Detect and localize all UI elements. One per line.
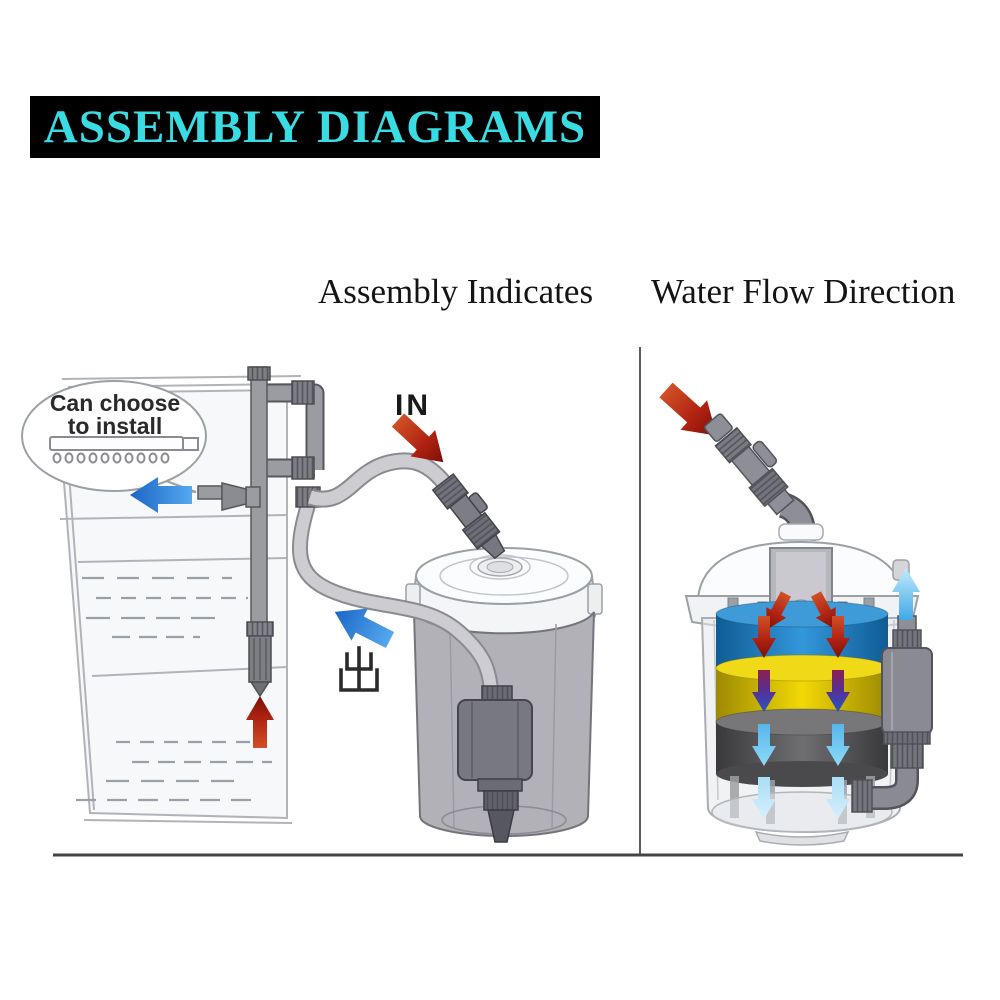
- right-diagram: [652, 375, 933, 846]
- speech-bubble-text: Can choose to install: [36, 392, 194, 438]
- outlet-hose: [291, 502, 499, 694]
- heading-water-flow-direction: Water Flow Direction: [651, 272, 956, 311]
- speech-bubble-line1: Can choose: [49, 390, 181, 416]
- outlet-pump: [851, 615, 933, 813]
- pipe-manifold: [245, 366, 325, 626]
- heading-assembly-indicates: Assembly Indicates: [318, 272, 594, 311]
- title-banner: ASSEMBLY DIAGRAMS: [30, 96, 600, 158]
- spray-bar: [49, 436, 199, 464]
- inlet-connector: [431, 472, 506, 560]
- speech-bubble-line2: to install: [67, 413, 163, 439]
- left-diagram: [21, 366, 603, 843]
- canister-pump-left: [457, 685, 533, 843]
- inlet-valve-assembly: [704, 413, 817, 541]
- media-layer-carbon: [715, 708, 889, 787]
- intake-strainer: [246, 621, 274, 698]
- in-label: IN: [395, 389, 431, 422]
- water-level-dashes: [76, 576, 272, 802]
- inlet-hose: [307, 452, 455, 508]
- banner-title: ASSEMBLY DIAGRAMS: [43, 100, 587, 153]
- out-character: [339, 646, 379, 692]
- canister-lid-left: [405, 547, 603, 639]
- outflow-nozzle: [197, 482, 247, 511]
